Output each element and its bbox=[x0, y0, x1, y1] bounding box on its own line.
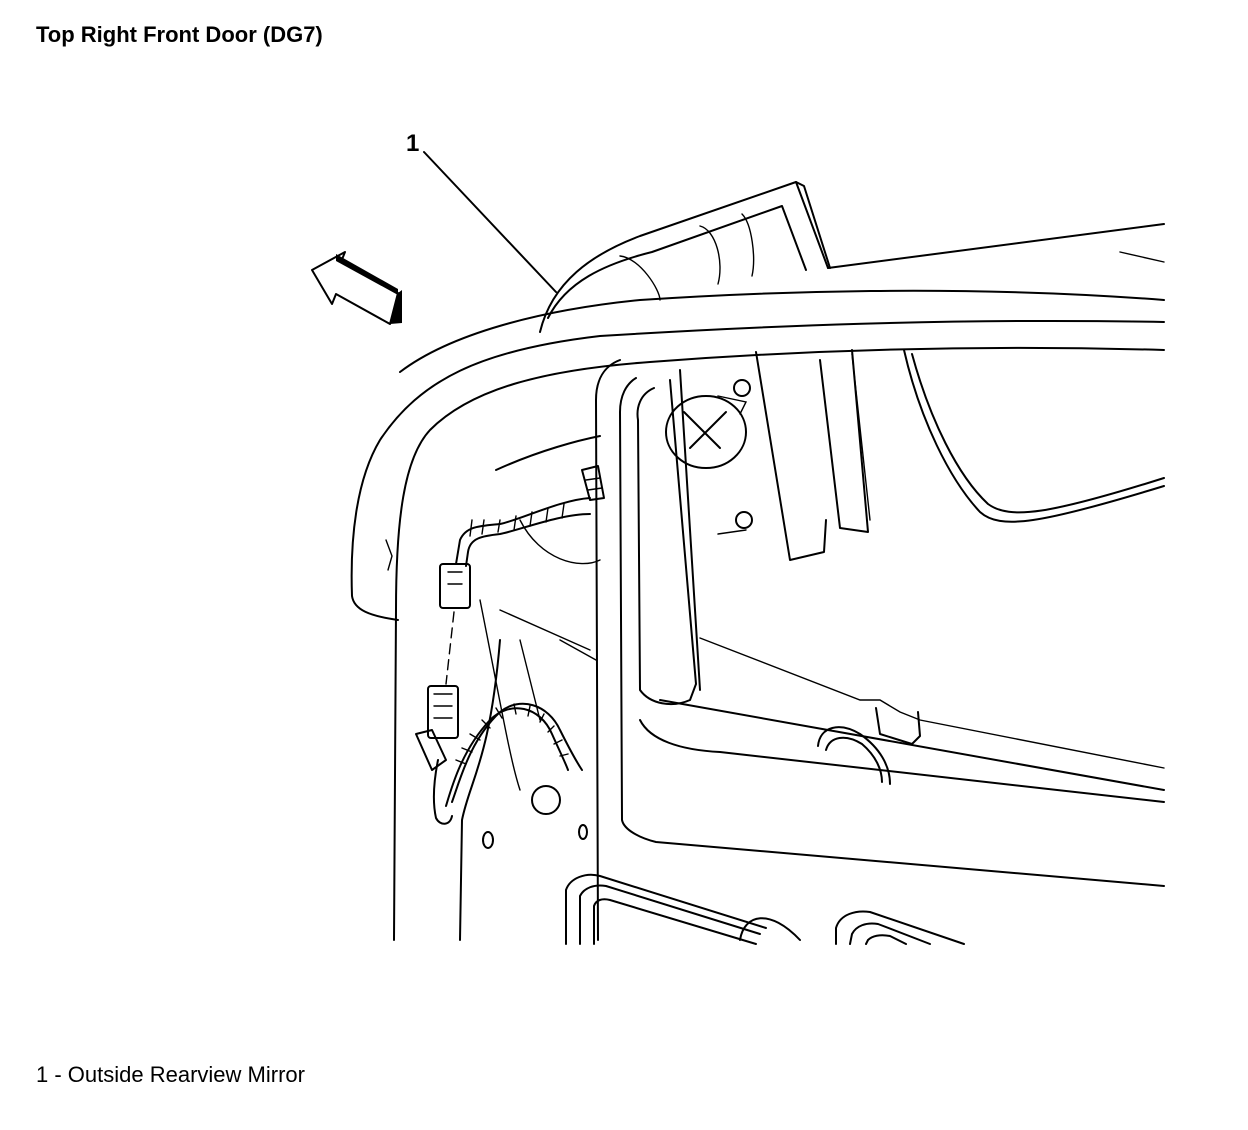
figure-title: Top Right Front Door (DG7) bbox=[36, 22, 323, 47]
door-frame bbox=[350, 289, 1165, 941]
legend-item-1: 1 - Outside Rearview Mirror bbox=[36, 1062, 305, 1087]
door-inner-panel bbox=[459, 435, 965, 945]
callout-number-1: 1 bbox=[406, 130, 419, 157]
callout-leader-line bbox=[423, 151, 557, 293]
mirror-wiring-harness bbox=[415, 465, 605, 825]
outside-rearview-mirror bbox=[539, 181, 1165, 333]
forward-direction-arrow-icon bbox=[311, 251, 402, 325]
